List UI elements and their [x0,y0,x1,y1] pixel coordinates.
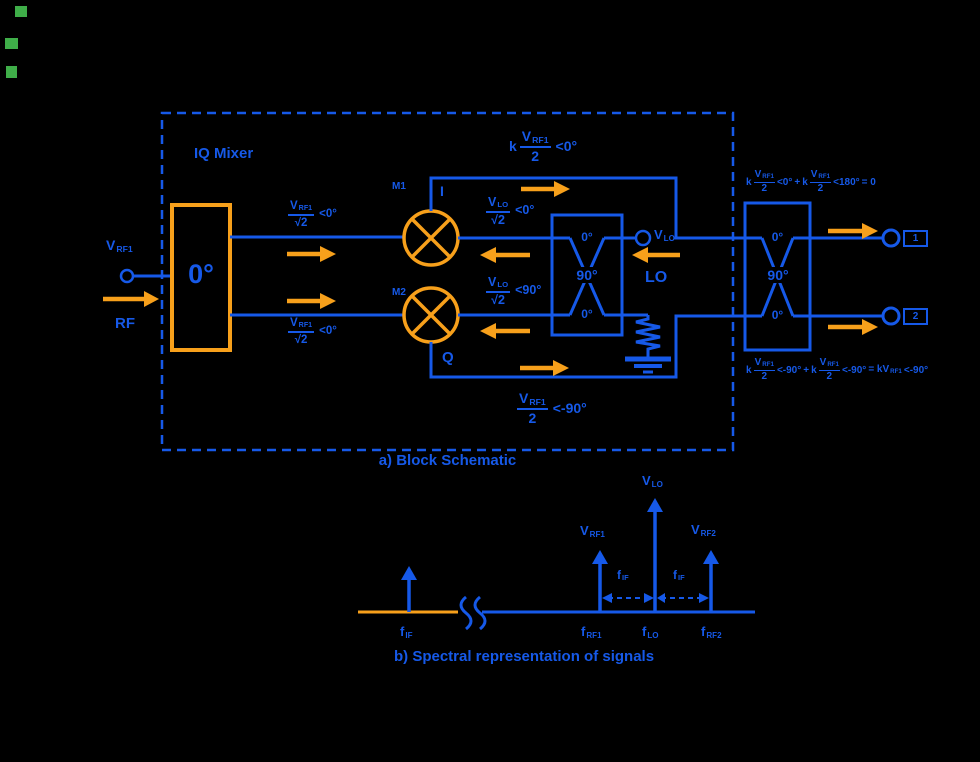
flo-axis-label: fLO [642,624,659,640]
lo-top-signal-label: VLO√2 <0° [486,195,535,227]
mixer-m2-label: M2 [392,287,406,298]
if-hybrid-phase-label: 90° [765,267,791,283]
vrf1-input-label: VRF1 [106,237,133,254]
lo-m2-arrow-icon [480,323,530,339]
output-port-1 [810,228,901,248]
q-path-line [429,314,745,379]
if-hybrid-port1-label: 0° [771,230,784,244]
i-path-arrow-icon [521,181,570,197]
vlo-port-label: VLO [654,227,675,243]
schematic-caption: a) Block Schematic [378,452,517,469]
rf-bottom-signal-label: VRF1√2 <0° [288,317,337,346]
lo-text-label: LO [645,269,668,286]
i-path-line [429,176,745,240]
iq-mixer-dashed-box [160,111,735,452]
out1-arrow-icon [828,223,878,239]
mixer-m1 [402,209,460,267]
lo-input-port [622,229,652,247]
mixer-m1-label: M1 [392,181,406,192]
frf1-axis-label: fRF1 [581,624,602,640]
overlay-marks [5,6,27,78]
lo-bottom-signal-label: VLO√2 <90° [486,275,542,307]
lo-m1-arrow-icon [480,247,530,263]
iq-mixer-title: IQ Mixer [194,145,254,162]
lo-hybrid-port1-label: 0° [581,230,593,244]
if-span-right-arrow [657,593,709,603]
output-2-box: 2 [903,308,928,325]
rf-input-arrow-icon [103,291,159,307]
if-hybrid-port2-label: 0° [771,308,784,322]
spectrum-vrf2-arrow [703,550,719,612]
spectrum-caption: b) Spectral representation of signals [394,648,655,665]
termination-resistor [622,313,661,357]
spectrum-vrf1-arrow [592,550,608,612]
i-output-label: I [440,183,444,199]
ground-symbol [625,356,671,374]
q-output-label: Q [442,349,454,366]
splitter-phase-label: 0° [188,259,214,289]
mixer-m2 [402,286,460,344]
q-path-arrow-icon [520,360,569,376]
rf-port-label: RF [115,315,135,332]
output-1-box: 1 [903,230,928,247]
lo-hybrid-phase-label: 90° [574,267,600,283]
rf-bottom-arrow-icon [287,293,336,309]
rf-top-arrow-icon [287,246,336,262]
vlo-spectrum-label: VLO [642,473,663,489]
frf2-axis-label: fRF2 [701,624,722,640]
axis-break-icon [459,595,487,631]
spectrum-if-arrow [401,566,417,612]
if-span-right-label: fIF [673,568,685,583]
rf-input-port [119,268,172,284]
vrf2-spectrum-label: VRF2 [691,522,716,538]
rf-splitter-block [170,203,232,352]
output-port-2 [810,306,901,326]
if-span-left-label: fIF [617,568,629,583]
lo-input-arrow-icon [632,247,680,263]
if-span-left-arrow [602,593,654,603]
vrf1-spectrum-label: VRF1 [580,523,605,539]
out2-arrow-icon [828,319,878,335]
lo-hybrid-port2-label: 0° [581,307,593,321]
spectrum-vlo-arrow [647,498,663,612]
fif-axis-label: fIF [400,624,413,640]
rf-top-signal-label: VRF1√2 <0° [288,200,337,229]
